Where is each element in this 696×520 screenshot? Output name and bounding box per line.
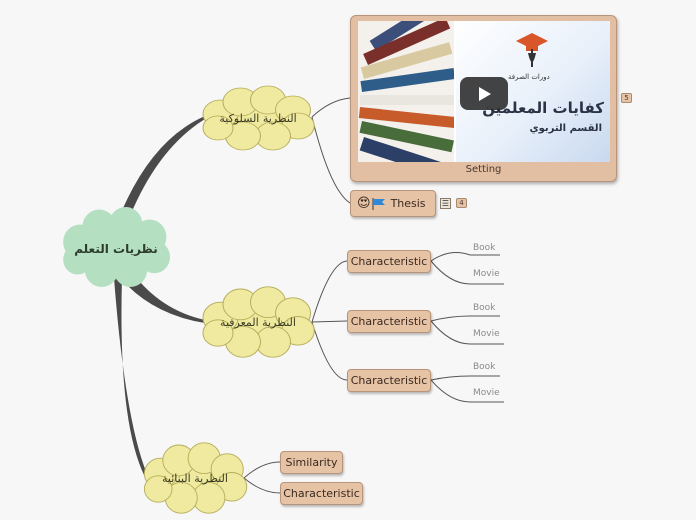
root-topic[interactable]: نظريات التعلم xyxy=(74,242,158,256)
cover-subtitle: القسم التربوي xyxy=(529,123,602,134)
thesis-count-badge[interactable]: 4 xyxy=(456,198,467,208)
leaf-movie-1[interactable]: Movie xyxy=(473,269,500,279)
video-caption: Setting xyxy=(465,164,502,175)
cover-brand: دورات الصرفة xyxy=(508,73,550,81)
root-connectors xyxy=(114,116,205,475)
topic-behaviorism[interactable]: النظرية السلوكية xyxy=(219,111,297,125)
video-thumbnail[interactable]: دورات الصرفة كفايات المعلمين القسم الترب… xyxy=(358,21,610,162)
play-icon xyxy=(479,86,491,101)
branch-connectors xyxy=(243,97,504,494)
leaf-book-3[interactable]: Book xyxy=(473,362,496,372)
media-count-badge[interactable]: 5 xyxy=(621,93,632,103)
thesis-node[interactable]: 😍 Thesis xyxy=(350,190,436,217)
cover-title: كفايات المعلمين xyxy=(482,99,604,117)
notes-icon[interactable]: ☰ xyxy=(440,198,451,209)
books-image xyxy=(358,21,454,162)
blue-flag-icon xyxy=(372,197,385,210)
topic-constructivism[interactable]: النظرية البنائية xyxy=(162,471,228,485)
leaf-book-2[interactable]: Book xyxy=(473,303,496,313)
leaf-movie-3[interactable]: Movie xyxy=(473,388,500,398)
graduation-cap-icon xyxy=(516,33,548,67)
characteristic-node-2[interactable]: Characteristic xyxy=(347,310,431,333)
leaf-book-1[interactable]: Book xyxy=(473,243,496,253)
leaf-movie-2[interactable]: Movie xyxy=(473,329,500,339)
characteristic-node-3[interactable]: Characteristic xyxy=(347,369,431,392)
characteristic-node-1[interactable]: Characteristic xyxy=(347,250,431,273)
similarity-node[interactable]: Similarity xyxy=(280,451,343,474)
thesis-label: Thesis xyxy=(390,197,426,210)
smiling-face-heart-eyes-icon: 😍 xyxy=(357,196,371,211)
topic-cognitivism[interactable]: النظرية المعرفية xyxy=(220,315,296,329)
play-button[interactable] xyxy=(460,77,508,110)
video-node[interactable]: دورات الصرفة كفايات المعلمين القسم الترب… xyxy=(350,15,617,182)
constructivist-characteristic-node[interactable]: Characteristic xyxy=(280,482,363,505)
